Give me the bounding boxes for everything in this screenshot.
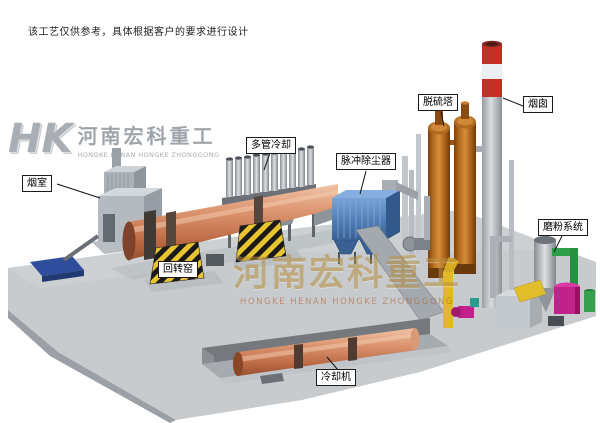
label-smoke-chamber: 烟室 <box>22 175 52 192</box>
label-chimney: 烟囱 <box>523 96 553 113</box>
desulfurization-towers <box>402 101 484 278</box>
blue-pad <box>30 256 84 282</box>
label-rotary-kiln: 回转窑 <box>158 261 198 278</box>
cooling-machine <box>233 328 420 384</box>
transfer-chute <box>355 225 479 328</box>
label-desulfurization-tower: 脱硫塔 <box>418 94 458 111</box>
label-pulse-dust-collector: 脉冲除尘器 <box>336 153 396 170</box>
label-grinding-system: 磨粉系统 <box>538 219 588 236</box>
label-multi-tube-cooler: 多管冷却 <box>246 137 296 154</box>
rotary-kiln <box>122 184 338 261</box>
label-cooling-machine: 冷却机 <box>316 369 356 386</box>
disclaimer-text: 该工艺仅供参考，具体根据客户的要求进行设计 <box>28 27 249 38</box>
leader-lines <box>56 97 563 371</box>
